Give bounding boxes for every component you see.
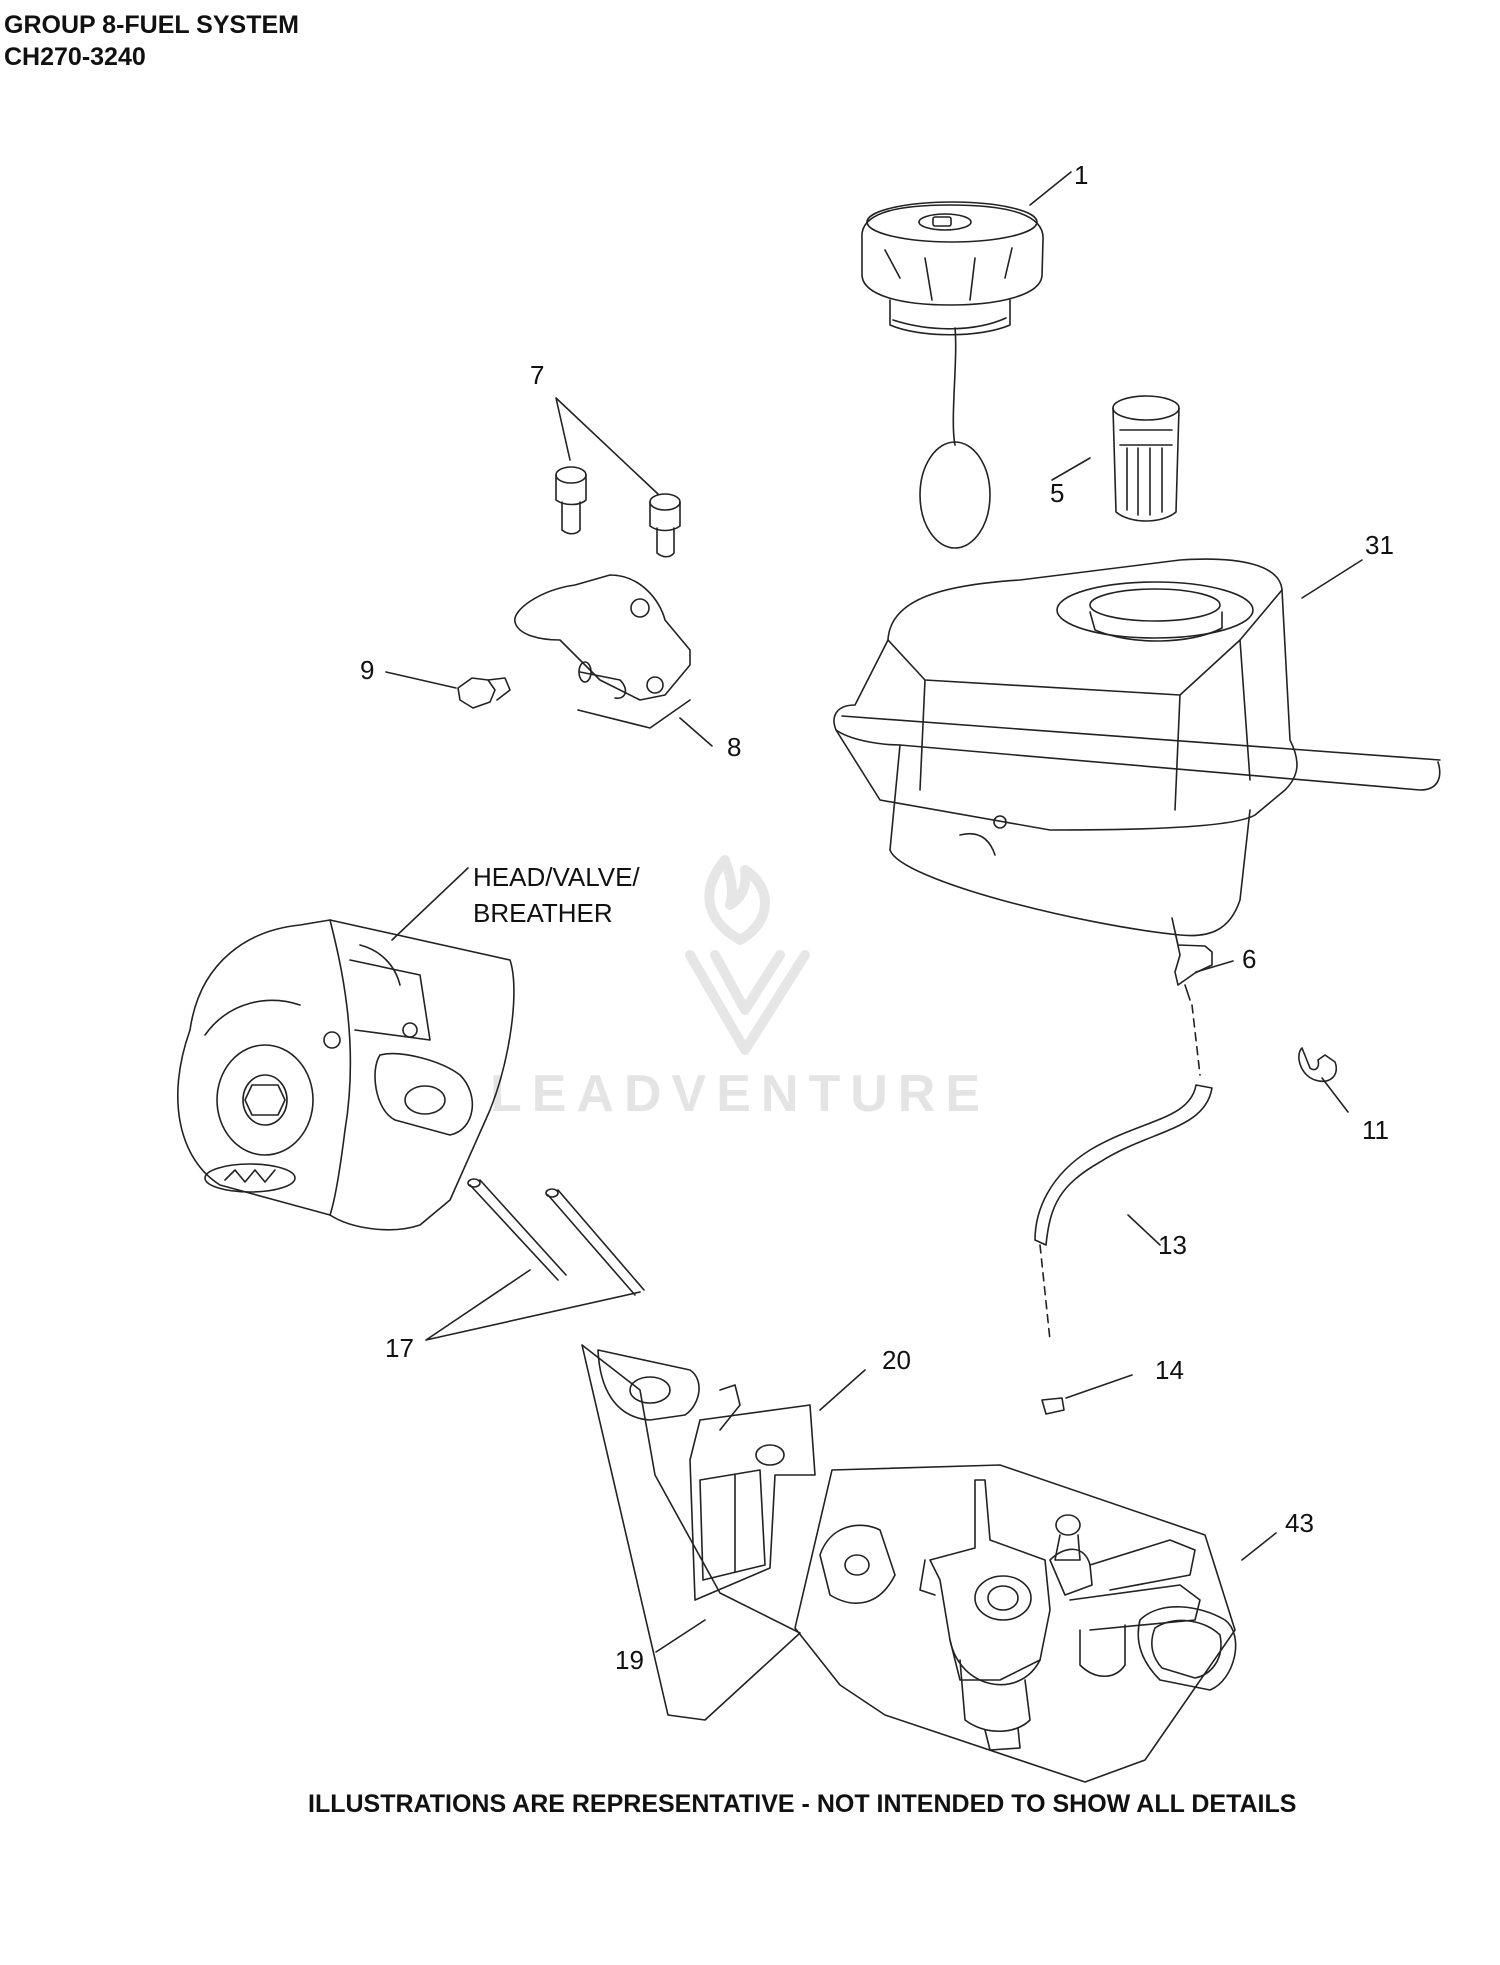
- flange-bolt: [458, 678, 510, 708]
- fuel-cap: [862, 202, 1043, 548]
- callout-13: 13: [1158, 1230, 1187, 1260]
- leader-lines: [386, 172, 1362, 1652]
- callout-6: 6: [1242, 944, 1257, 974]
- model-number: CH270-3240: [4, 43, 146, 71]
- tank-bracket: [515, 575, 690, 728]
- callout-17: 17: [385, 1333, 414, 1363]
- callout-1: 1: [1074, 160, 1089, 190]
- callout-20: 20: [882, 1345, 911, 1375]
- callout-14: 14: [1155, 1355, 1184, 1385]
- fuel-tank: [834, 559, 1440, 936]
- watermark-text: LEADVENTURE: [490, 1065, 991, 1123]
- fuel-fitting: [1172, 918, 1212, 1000]
- callout-5: 5: [1050, 478, 1065, 508]
- callout-8: 8: [727, 732, 742, 762]
- cylinder-head-assembly: [178, 920, 514, 1230]
- callout-19: 19: [615, 1645, 644, 1675]
- callout-43: 43: [1285, 1508, 1314, 1538]
- disclaimer-footer: ILLUSTRATIONS ARE REPRESENTATIVE - NOT I…: [308, 1790, 1297, 1818]
- watermark-logo: [690, 860, 805, 1050]
- callout-9: 9: [360, 655, 375, 685]
- hose-clip: [1042, 1398, 1064, 1414]
- studs: [468, 1179, 644, 1295]
- carburetor-assembly: [795, 1465, 1236, 1782]
- fuel-line: [1035, 1005, 1212, 1340]
- callout-7: 7: [530, 360, 545, 390]
- callout-head-line1: HEAD/VALVE/: [473, 862, 640, 892]
- callout-head-line2: BREATHER: [473, 898, 613, 928]
- fuel-filter-screen: [1113, 396, 1179, 521]
- diagram-title: GROUP 8-FUEL SYSTEM: [4, 11, 299, 39]
- hose-clamp: [1299, 1048, 1336, 1081]
- callout-31: 31: [1365, 530, 1394, 560]
- carburetor-gasket-group: [582, 1345, 815, 1720]
- cap-screws: [556, 467, 680, 557]
- callout-11: 11: [1362, 1115, 1389, 1145]
